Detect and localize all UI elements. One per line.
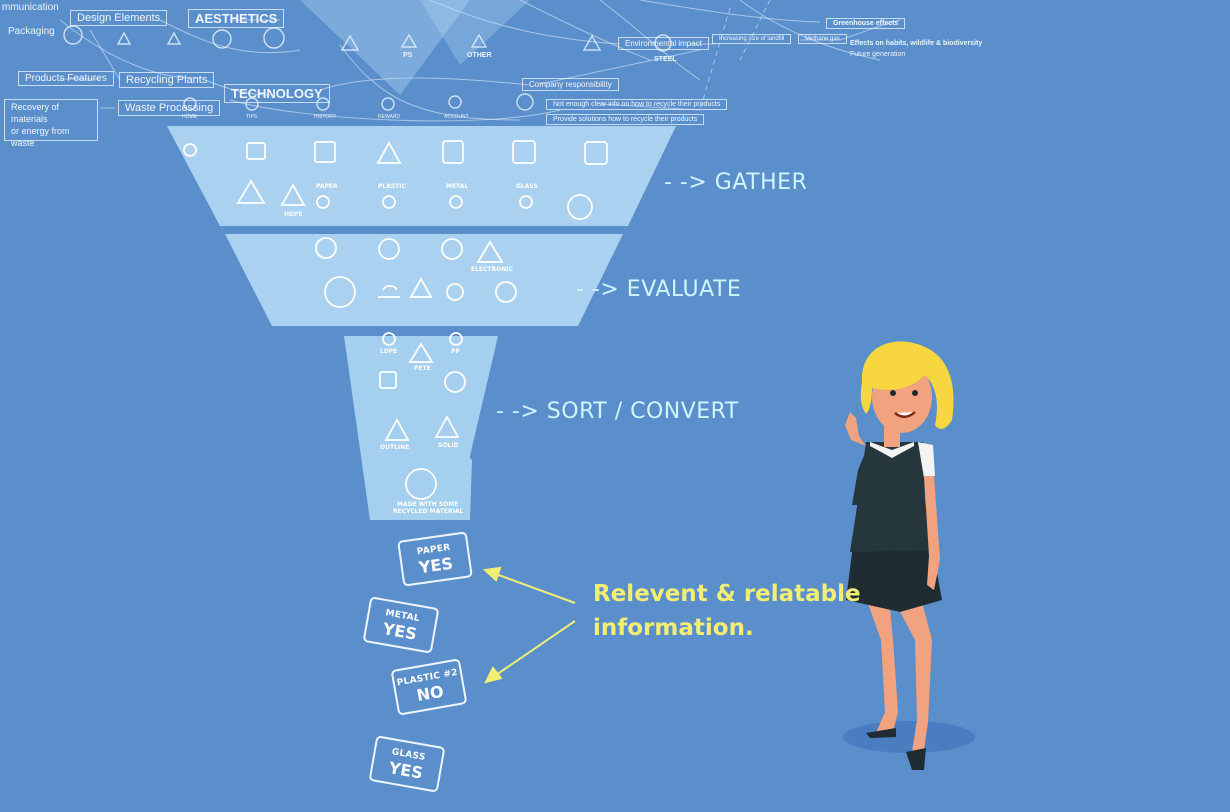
packaging-label: Packaging — [8, 26, 55, 37]
funnel-electronic-label: ELECTRONIC — [471, 266, 513, 273]
tips-label: TIPS — [246, 114, 258, 120]
funnel-outline-label: OUTLINE — [380, 444, 409, 451]
stage-sort-label: - -> SORT / CONVERT — [496, 399, 739, 424]
funnel-plastic-label: PLASTIC — [378, 183, 407, 190]
reward-label: REWARD — [378, 114, 401, 120]
ps-label: PS — [403, 52, 413, 59]
provide-solutions-box: Provide solutions how to recycle their p… — [546, 114, 705, 125]
funnel-recycled-material-label: RECYCLED MATERIAL — [393, 508, 463, 515]
landfill-box: Increasing size of landfill — [712, 34, 792, 44]
company-responsibility-box: Company responsibility — [522, 78, 619, 91]
funnel-ldpe-label: LDPE — [380, 348, 397, 355]
funnel-paper-label: PAPER — [316, 183, 338, 190]
other-label: OTHER — [467, 52, 492, 59]
bin-paper-tag: PAPER YES — [397, 531, 473, 587]
stage-gather-label: - -> GATHER — [664, 170, 808, 195]
account-label: ACCOUNT — [444, 114, 469, 120]
recovery-line1: Recovery of materials — [11, 102, 60, 124]
habits-label: Effects on habits, wildlife & biodiversi… — [850, 40, 983, 47]
stage-evaluate-label: - -> EVALUATE — [576, 277, 742, 302]
callout-arrows — [482, 566, 576, 684]
funnel-pete-label: PETE — [414, 365, 431, 372]
callout-line1: Relevent & relatable — [593, 581, 861, 607]
funnel-gather-section — [167, 126, 676, 226]
products-features-box: Products Features — [18, 71, 114, 86]
callout-text: Relevent & relatable information. — [593, 577, 861, 645]
funnel-hdpe-label: HDPE — [284, 211, 303, 218]
home-label: HOME — [182, 114, 197, 120]
recovery-line2: or energy from waste — [11, 126, 70, 148]
woman-illustration — [843, 341, 975, 770]
waste-processing-box: Waste Processing — [118, 100, 221, 116]
funnel-made-with-some-label: MADE WITH SOME — [397, 501, 458, 508]
history-label: HISTORY — [314, 114, 337, 120]
methane-box: Methane gas — [798, 34, 847, 44]
funnel-metal-label: METAL — [446, 183, 468, 190]
aesthetics-box: AESTHETICS — [188, 9, 285, 28]
funnel-pp-label: PP — [451, 348, 460, 355]
communication-label: mmunication — [2, 2, 59, 13]
recovery-box: Recovery of materials or energy from was… — [4, 99, 98, 148]
environmental-impact-box: Environmental impact — [618, 37, 709, 50]
callout-line2: information. — [593, 615, 754, 641]
funnel-evaluate-section — [225, 234, 623, 326]
design-elements-box: Design Elements — [70, 10, 168, 26]
funnel-glass-label: GLASS — [516, 183, 538, 190]
funnel-solid-label: SOLID — [438, 442, 458, 449]
not-enough-info-box: Not enough clear info on how to recycle … — [546, 99, 728, 110]
funnel-sort-section — [344, 336, 498, 520]
recycling-plants-box: Recycling Plants — [119, 72, 215, 88]
steel-label: STEEL — [654, 56, 677, 63]
funnel-icons — [183, 140, 608, 500]
greenhouse-box: Greenhouse effects — [826, 18, 906, 29]
future-label: Future generation — [850, 51, 906, 58]
technology-box: TECHNOLOGY — [224, 84, 330, 103]
